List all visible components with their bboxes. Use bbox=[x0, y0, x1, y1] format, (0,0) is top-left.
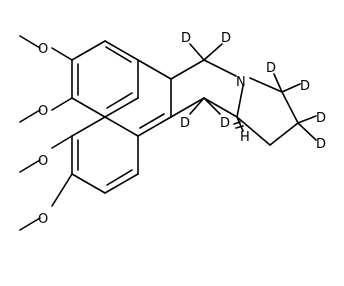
nitrogen-label: N bbox=[236, 75, 246, 90]
deuterium-label-1: D bbox=[181, 31, 191, 46]
ring-b bbox=[104, 59, 172, 137]
ring-a bbox=[71, 40, 139, 118]
oxygen-label-2: O bbox=[38, 104, 48, 119]
oxygen-label-1: O bbox=[38, 42, 48, 57]
stereo-hash bbox=[233, 116, 244, 132]
ring-c bbox=[71, 116, 139, 194]
oxygen-label-4: O bbox=[38, 212, 48, 227]
deuterium-label-7: D bbox=[180, 116, 190, 131]
deuterium-label-2: D bbox=[221, 31, 231, 46]
deuterium-bonds bbox=[189, 43, 317, 141]
methoxy-bonds bbox=[19, 35, 73, 231]
deuterium-label-6: D bbox=[316, 137, 326, 152]
deuterium-label-5: D bbox=[316, 111, 326, 126]
aliphatic-rings bbox=[170, 59, 299, 146]
deuterium-label-8: D bbox=[220, 116, 230, 131]
hydrogen-label: H bbox=[240, 130, 250, 145]
deuterium-label-3: D bbox=[266, 61, 276, 76]
deuterium-label-4: D bbox=[300, 79, 310, 94]
oxygen-label-3: O bbox=[38, 154, 48, 169]
